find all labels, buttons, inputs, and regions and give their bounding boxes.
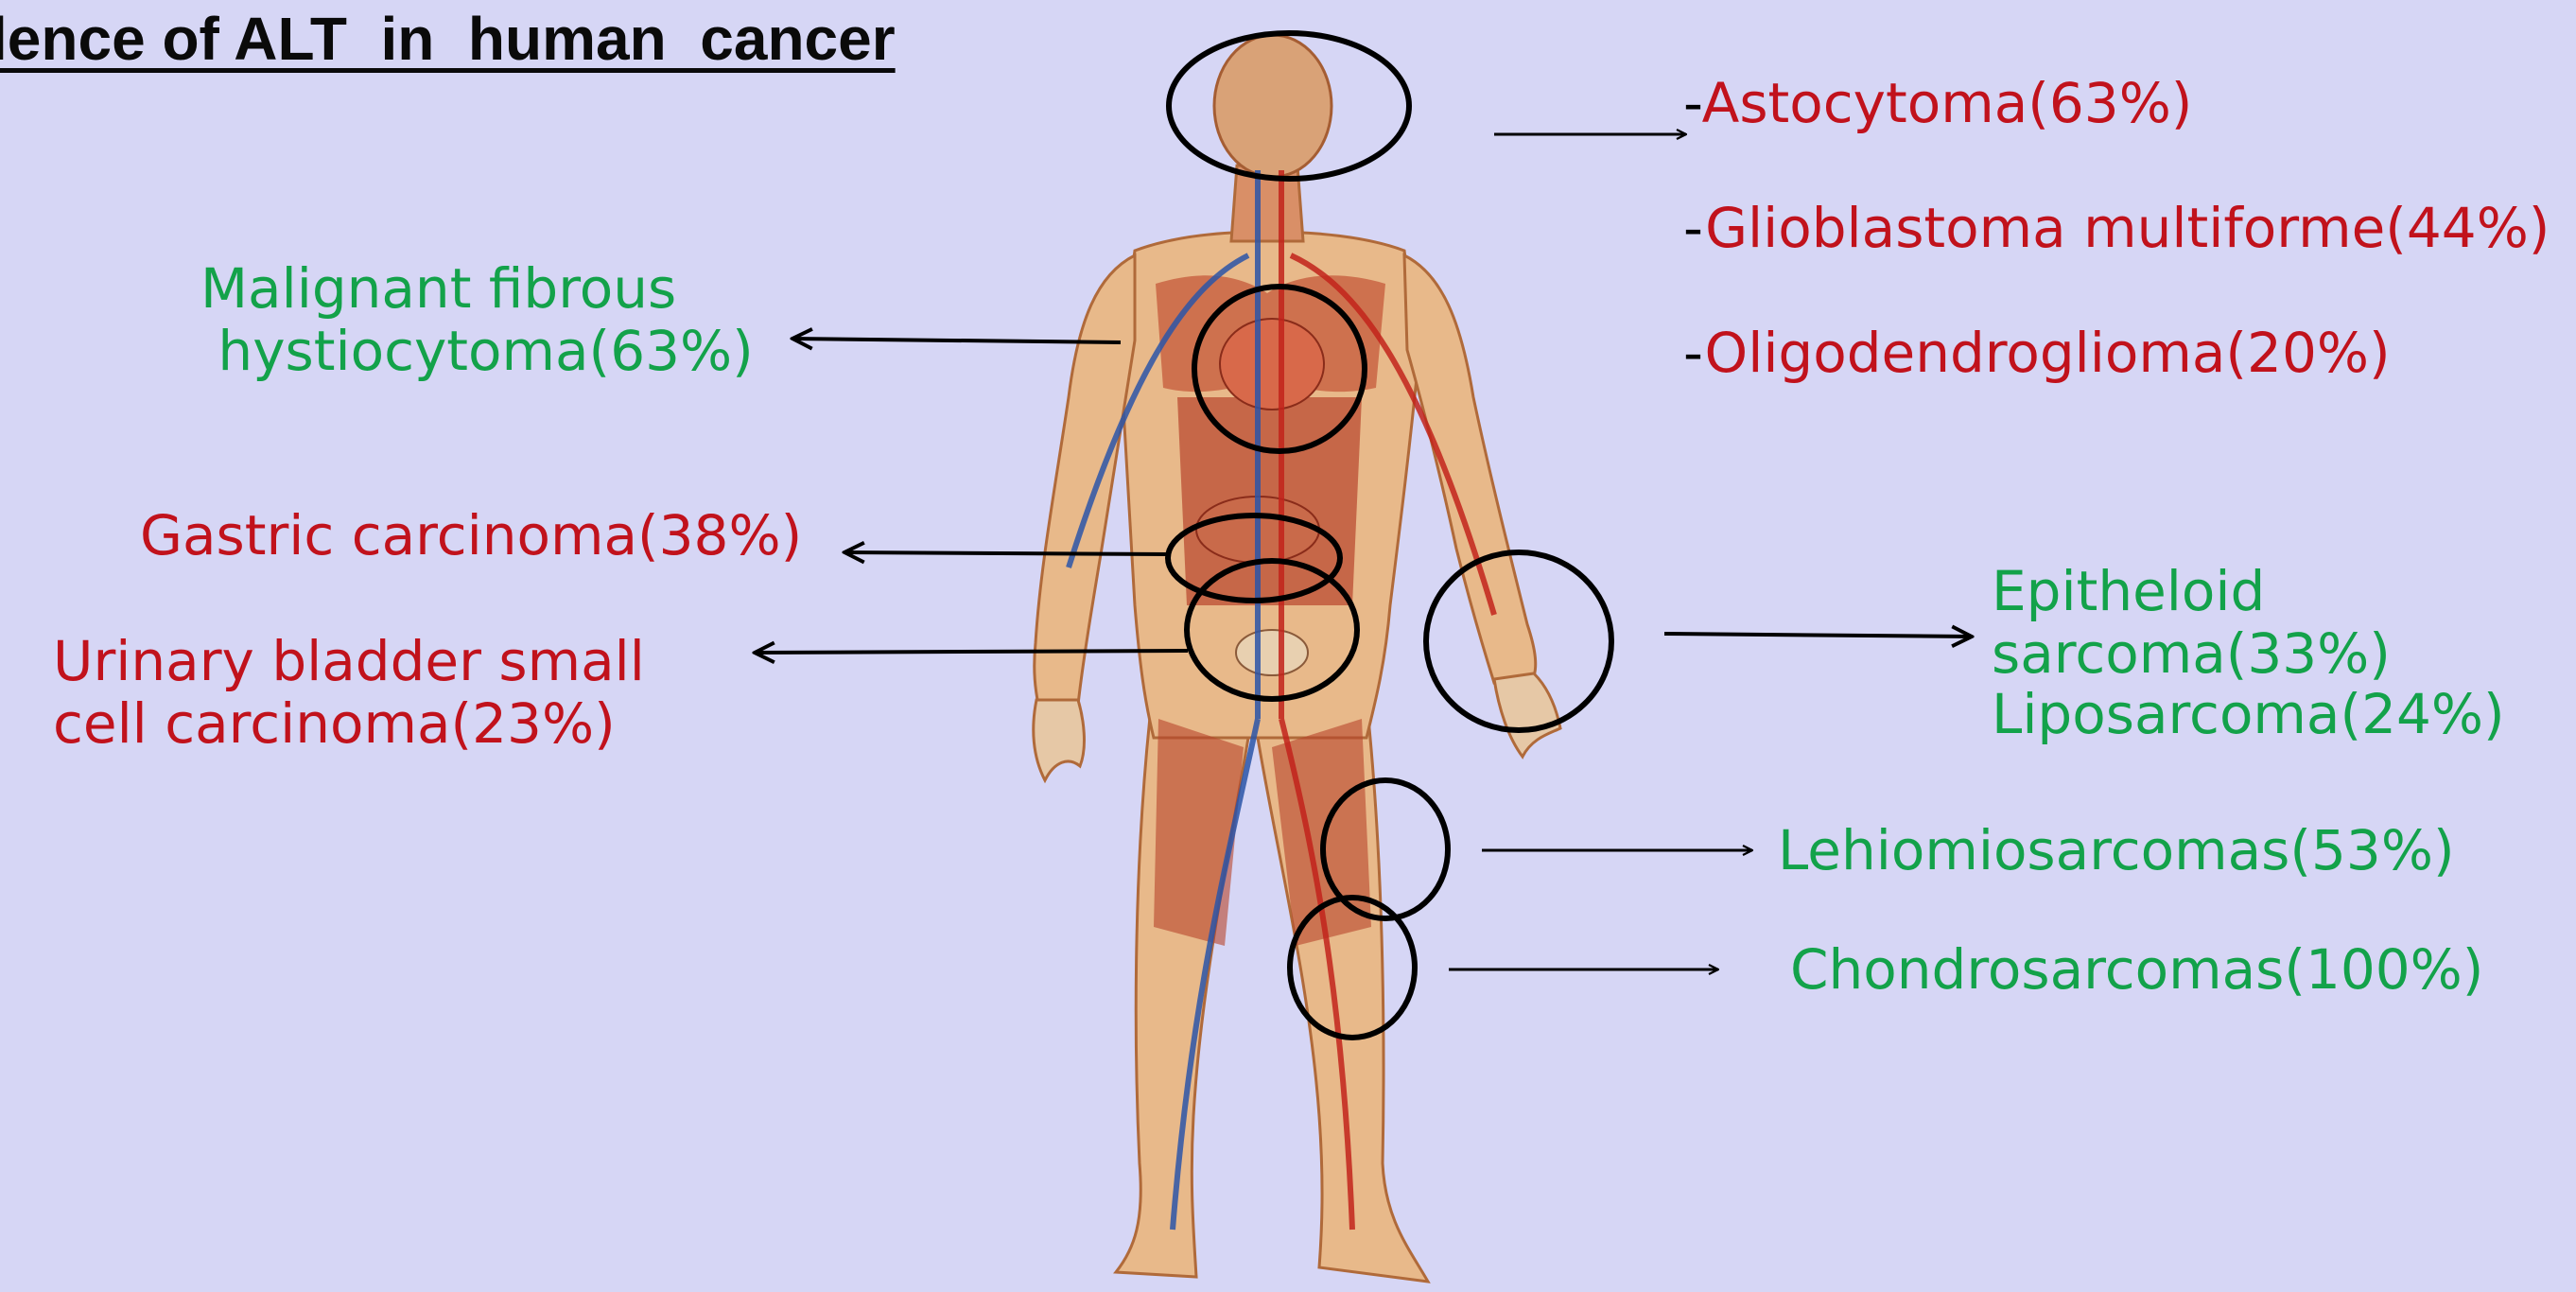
bladder-label-line1: Urinary bladder small [53, 630, 645, 692]
glioblastoma-label: -Glioblastoma multiforme(44%) [1683, 197, 2550, 259]
arrow-hand-to-epitheloid [1664, 634, 1972, 637]
epitheloid-label-line2: sarcoma(33%) [1992, 622, 2391, 685]
arrow-stomach-to-gastric [844, 552, 1171, 554]
bullet-dash: - [1683, 71, 1702, 135]
bladder [1236, 630, 1308, 675]
mfh-label-line1: Malignant fibrous [200, 257, 676, 320]
glioblastoma-text: Glioblastoma multiforme(44%) [1705, 196, 2550, 260]
right-arm-figure-left [1035, 255, 1135, 705]
oligodendroglioma-label: -Oligodendroglioma(20%) [1683, 322, 2391, 384]
leiomyosarcoma-label: Lehiomiosarcomas(53%) [1778, 819, 2455, 882]
astrocytoma-label: -Astocytoma(63%) [1683, 72, 2192, 134]
head [1214, 35, 1332, 177]
chondrosarcoma-label: Chondrosarcomas(100%) [1790, 938, 2483, 1001]
epitheloid-label-line1: Epitheloid [1992, 560, 2265, 622]
bullet-dash: - [1683, 196, 1705, 260]
bladder-label-line2: cell carcinoma(23%) [53, 692, 616, 755]
arrow-pelvis-to-bladder [755, 651, 1188, 653]
arrow-chest-to-mfh [792, 339, 1121, 342]
gastric-label: Gastric carcinoma(38%) [140, 504, 802, 567]
liposarcoma-label: Liposarcoma(24%) [1992, 683, 2505, 745]
right-hand [1034, 700, 1085, 780]
bullet-dash: - [1683, 321, 1705, 385]
human-body-figure [1034, 35, 1560, 1282]
astrocytoma-text: Astocytoma(63%) [1702, 71, 2193, 135]
mfh-label-line2: hystiocytoma(63%) [200, 320, 754, 382]
left-arm-figure-right [1404, 255, 1536, 683]
heart [1220, 319, 1324, 410]
oligodendroglioma-text: Oligodendroglioma(20%) [1705, 321, 2391, 385]
left-hand [1494, 673, 1560, 757]
